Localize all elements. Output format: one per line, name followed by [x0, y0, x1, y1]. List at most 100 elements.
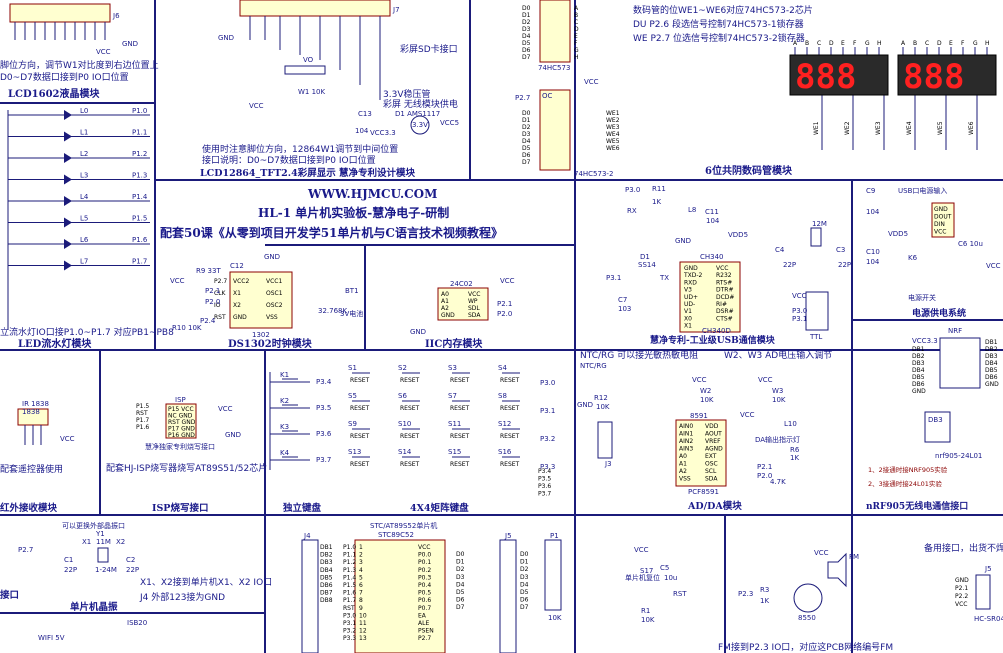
led-port-label: P1.6	[132, 236, 148, 244]
seg-letter: H	[985, 40, 990, 47]
led-diode-icon	[64, 239, 72, 249]
mcu-j4: J4	[303, 532, 311, 540]
mcu-pin-num: 10	[359, 612, 367, 619]
reg-note1: 3.3V稳压管	[383, 88, 430, 100]
buzzer-r3v: 1K	[760, 597, 769, 605]
usb-pin: R232	[716, 272, 732, 279]
led-line-label: L5	[80, 215, 88, 223]
led-port-label: P1.5	[132, 215, 147, 223]
usb-pin: TXD-2	[683, 272, 703, 279]
matrix-col-port: P3.5	[538, 476, 551, 483]
key-label: K4	[280, 449, 290, 457]
isp-sig: P1.7	[136, 417, 149, 424]
eeprom-gnd: GND	[410, 328, 426, 336]
ds1302-pin: OSC2	[266, 302, 283, 309]
mcu-db: DB2	[320, 552, 333, 559]
mcu-d: D2	[456, 566, 465, 573]
usb-pin: X1	[684, 323, 692, 330]
reset-r1: R1	[641, 607, 650, 615]
lcd12864-module: J7 GND 彩屏SD卡接口 VO W1 10K VCC 3.3V稳压管 彩屏 …	[200, 0, 459, 179]
ds1302-pin: VCC2	[233, 278, 249, 285]
adda-r4k7: 4.7K	[770, 478, 786, 486]
key-port: P3.4	[316, 378, 332, 386]
matrix-reset: RESET	[350, 461, 370, 468]
nrf-pin: GND	[985, 381, 999, 388]
latch1-in: D1	[522, 12, 531, 19]
ds1302-sig: CLK	[214, 290, 227, 297]
ir-vcc: VCC	[60, 435, 75, 443]
power-label: 电源供电系统	[912, 307, 966, 319]
ir-label: 红外接收模块	[0, 502, 58, 514]
matrix-key-label: S8	[498, 392, 507, 400]
matrix-reset: RESET	[450, 377, 470, 384]
ir-module: IR 1838 1838 VCC 配套遥控器使用 红外接收模块	[0, 400, 75, 514]
led-note: 立流水灯IO口接P1.0~P1.7 对应PB1~PB8	[0, 326, 174, 338]
key-label: K3	[280, 423, 289, 431]
header-board: HL-1 单片机实验板-慧净电子-研制	[258, 205, 449, 220]
mcu-pin-num: 12	[359, 628, 367, 635]
matrix-key-label: S9	[348, 420, 357, 428]
adda-pin: AGND	[705, 446, 723, 453]
mcu-pin: P0.7	[418, 605, 431, 612]
latch1-out: F	[574, 40, 578, 47]
spare-mod: HC-SR04	[974, 615, 1003, 623]
buzzer-r3: R3	[760, 586, 769, 594]
we-label: WE2	[844, 121, 851, 135]
latch1-name: 74HC573	[538, 64, 570, 72]
mcu-db: DB8	[320, 597, 333, 604]
mcu-pin: P3.3	[343, 635, 356, 642]
isp-sig: P1.6	[136, 424, 149, 431]
latch2-p27: P2.7	[515, 94, 530, 102]
ds1302-pin: VCC1	[266, 278, 282, 285]
mcu-d-out: D7	[520, 604, 529, 611]
eeprom-p21: P2.1	[497, 300, 512, 308]
latch1-out: C	[574, 19, 578, 26]
reset-c5v: 10u	[664, 574, 677, 582]
mcu-d: D4	[456, 581, 465, 588]
we-label: WE1	[813, 121, 820, 135]
usb-module: CH340 GNDTXD-2RXDV3UD+UD-V1X0X1VCCR232RT…	[606, 185, 851, 346]
nrf-pin: DB2	[985, 346, 998, 353]
key-label: K2	[280, 397, 289, 405]
latch1-out: B	[574, 12, 578, 19]
usb-c11: C11	[705, 208, 719, 216]
spare-note: 备用接口，出货不焊	[924, 542, 1003, 554]
matrix-reset: RESET	[450, 461, 470, 468]
mcu-d-out: D3	[520, 574, 529, 581]
lcd1602-note2: D0~D7数据口接到P0 IO口位置	[0, 71, 129, 83]
digits-label: 6位共阴数码管模块	[705, 164, 793, 177]
ir-chip2: 1838	[22, 408, 40, 416]
ttl-header	[805, 291, 829, 331]
seg-letter: A	[901, 40, 906, 47]
matrix-reset: RESET	[450, 433, 470, 440]
ds1302-gnd: GND	[264, 253, 280, 261]
adda-r6: R6	[790, 446, 800, 454]
lcd12864-gnd: GND	[218, 34, 234, 42]
mcu-pin-num: 6	[359, 582, 363, 589]
power-c6: C6 10u	[958, 240, 983, 248]
latch2-in: D6	[522, 152, 531, 159]
ds1302-r9: R9 33T	[196, 267, 221, 275]
matrix-reset: RESET	[500, 433, 520, 440]
latch2-oc: OC	[542, 92, 553, 100]
xtal-x1: X1	[82, 538, 91, 546]
ds1302-pin: OSC1	[266, 290, 283, 297]
ir-chip: IR 1838	[22, 400, 49, 408]
adda-pin: AOUT	[705, 431, 722, 438]
matrix-row-port: P3.1	[540, 407, 555, 415]
adda-pin: SCL	[705, 468, 717, 475]
nrf-conn: NRF	[948, 327, 962, 335]
ttl-p31: P3.1	[792, 315, 807, 323]
ntc-w2v: 10K	[700, 396, 714, 404]
mcu-pin: P3.1	[343, 620, 356, 627]
buzzer-fm: FM	[849, 553, 859, 561]
adda-pin: VDD	[705, 423, 719, 430]
digits-note-2: WE P2.7 位选信号控制74HC573-2锁存器	[633, 32, 805, 44]
eeprom-pin: A2	[441, 305, 449, 312]
matrix-row-port: P3.0	[540, 379, 555, 387]
